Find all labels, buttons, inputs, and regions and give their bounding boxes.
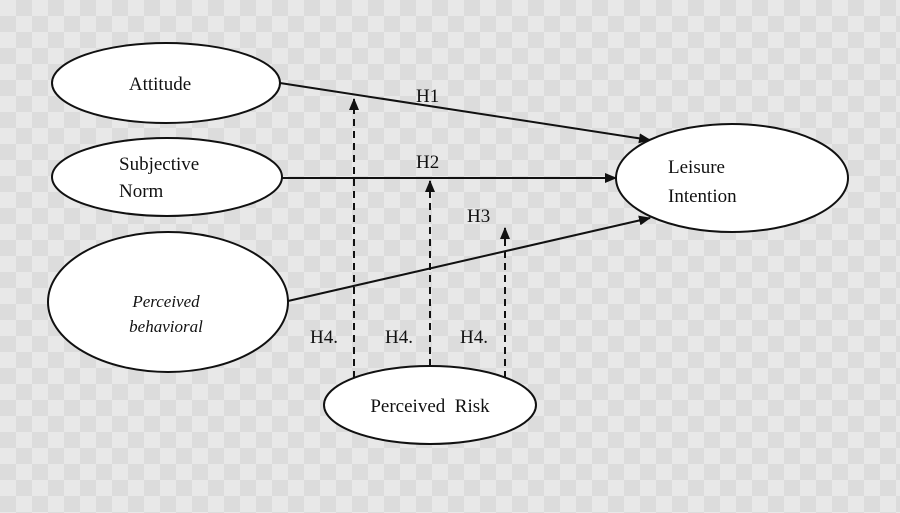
arrow-h3-behavioral-to-intention: [287, 215, 651, 302]
node-perceived-behavioral-label-line2: behavioral: [129, 317, 203, 336]
node-perceived-risk: Perceived Risk: [323, 365, 537, 445]
node-perceived-risk-label: Perceived Risk: [370, 396, 490, 417]
node-subjective-norm-label-line2: Norm: [119, 181, 164, 202]
node-perceived-behavioral: Perceived behavioral: [47, 231, 289, 373]
hypothesis-label-h1: H1: [416, 86, 439, 107]
arrow-h1-attitude-to-intention: [279, 82, 651, 144]
node-leisure-intention-label-line2: Intention: [668, 186, 737, 207]
hypothesis-label-h4-b: H4.: [385, 327, 413, 348]
hypothesis-label-h2: H2: [416, 152, 439, 173]
node-subjective-norm: Subjective Norm: [51, 137, 283, 217]
node-perceived-behavioral-label-line1: Perceived: [131, 292, 200, 311]
node-attitude: Attitude: [51, 42, 281, 124]
node-leisure-intention-label-line1: Leisure: [668, 157, 725, 178]
hypothesis-label-h4-a: H4.: [310, 327, 338, 348]
node-subjective-norm-label-line1: Subjective: [119, 154, 199, 175]
node-attitude-label: Attitude: [129, 74, 191, 95]
node-leisure-intention: Leisure Intention: [615, 123, 849, 233]
hypothesis-label-h3: H3: [467, 206, 490, 227]
hypothesis-label-h4-c: H4.: [460, 327, 488, 348]
